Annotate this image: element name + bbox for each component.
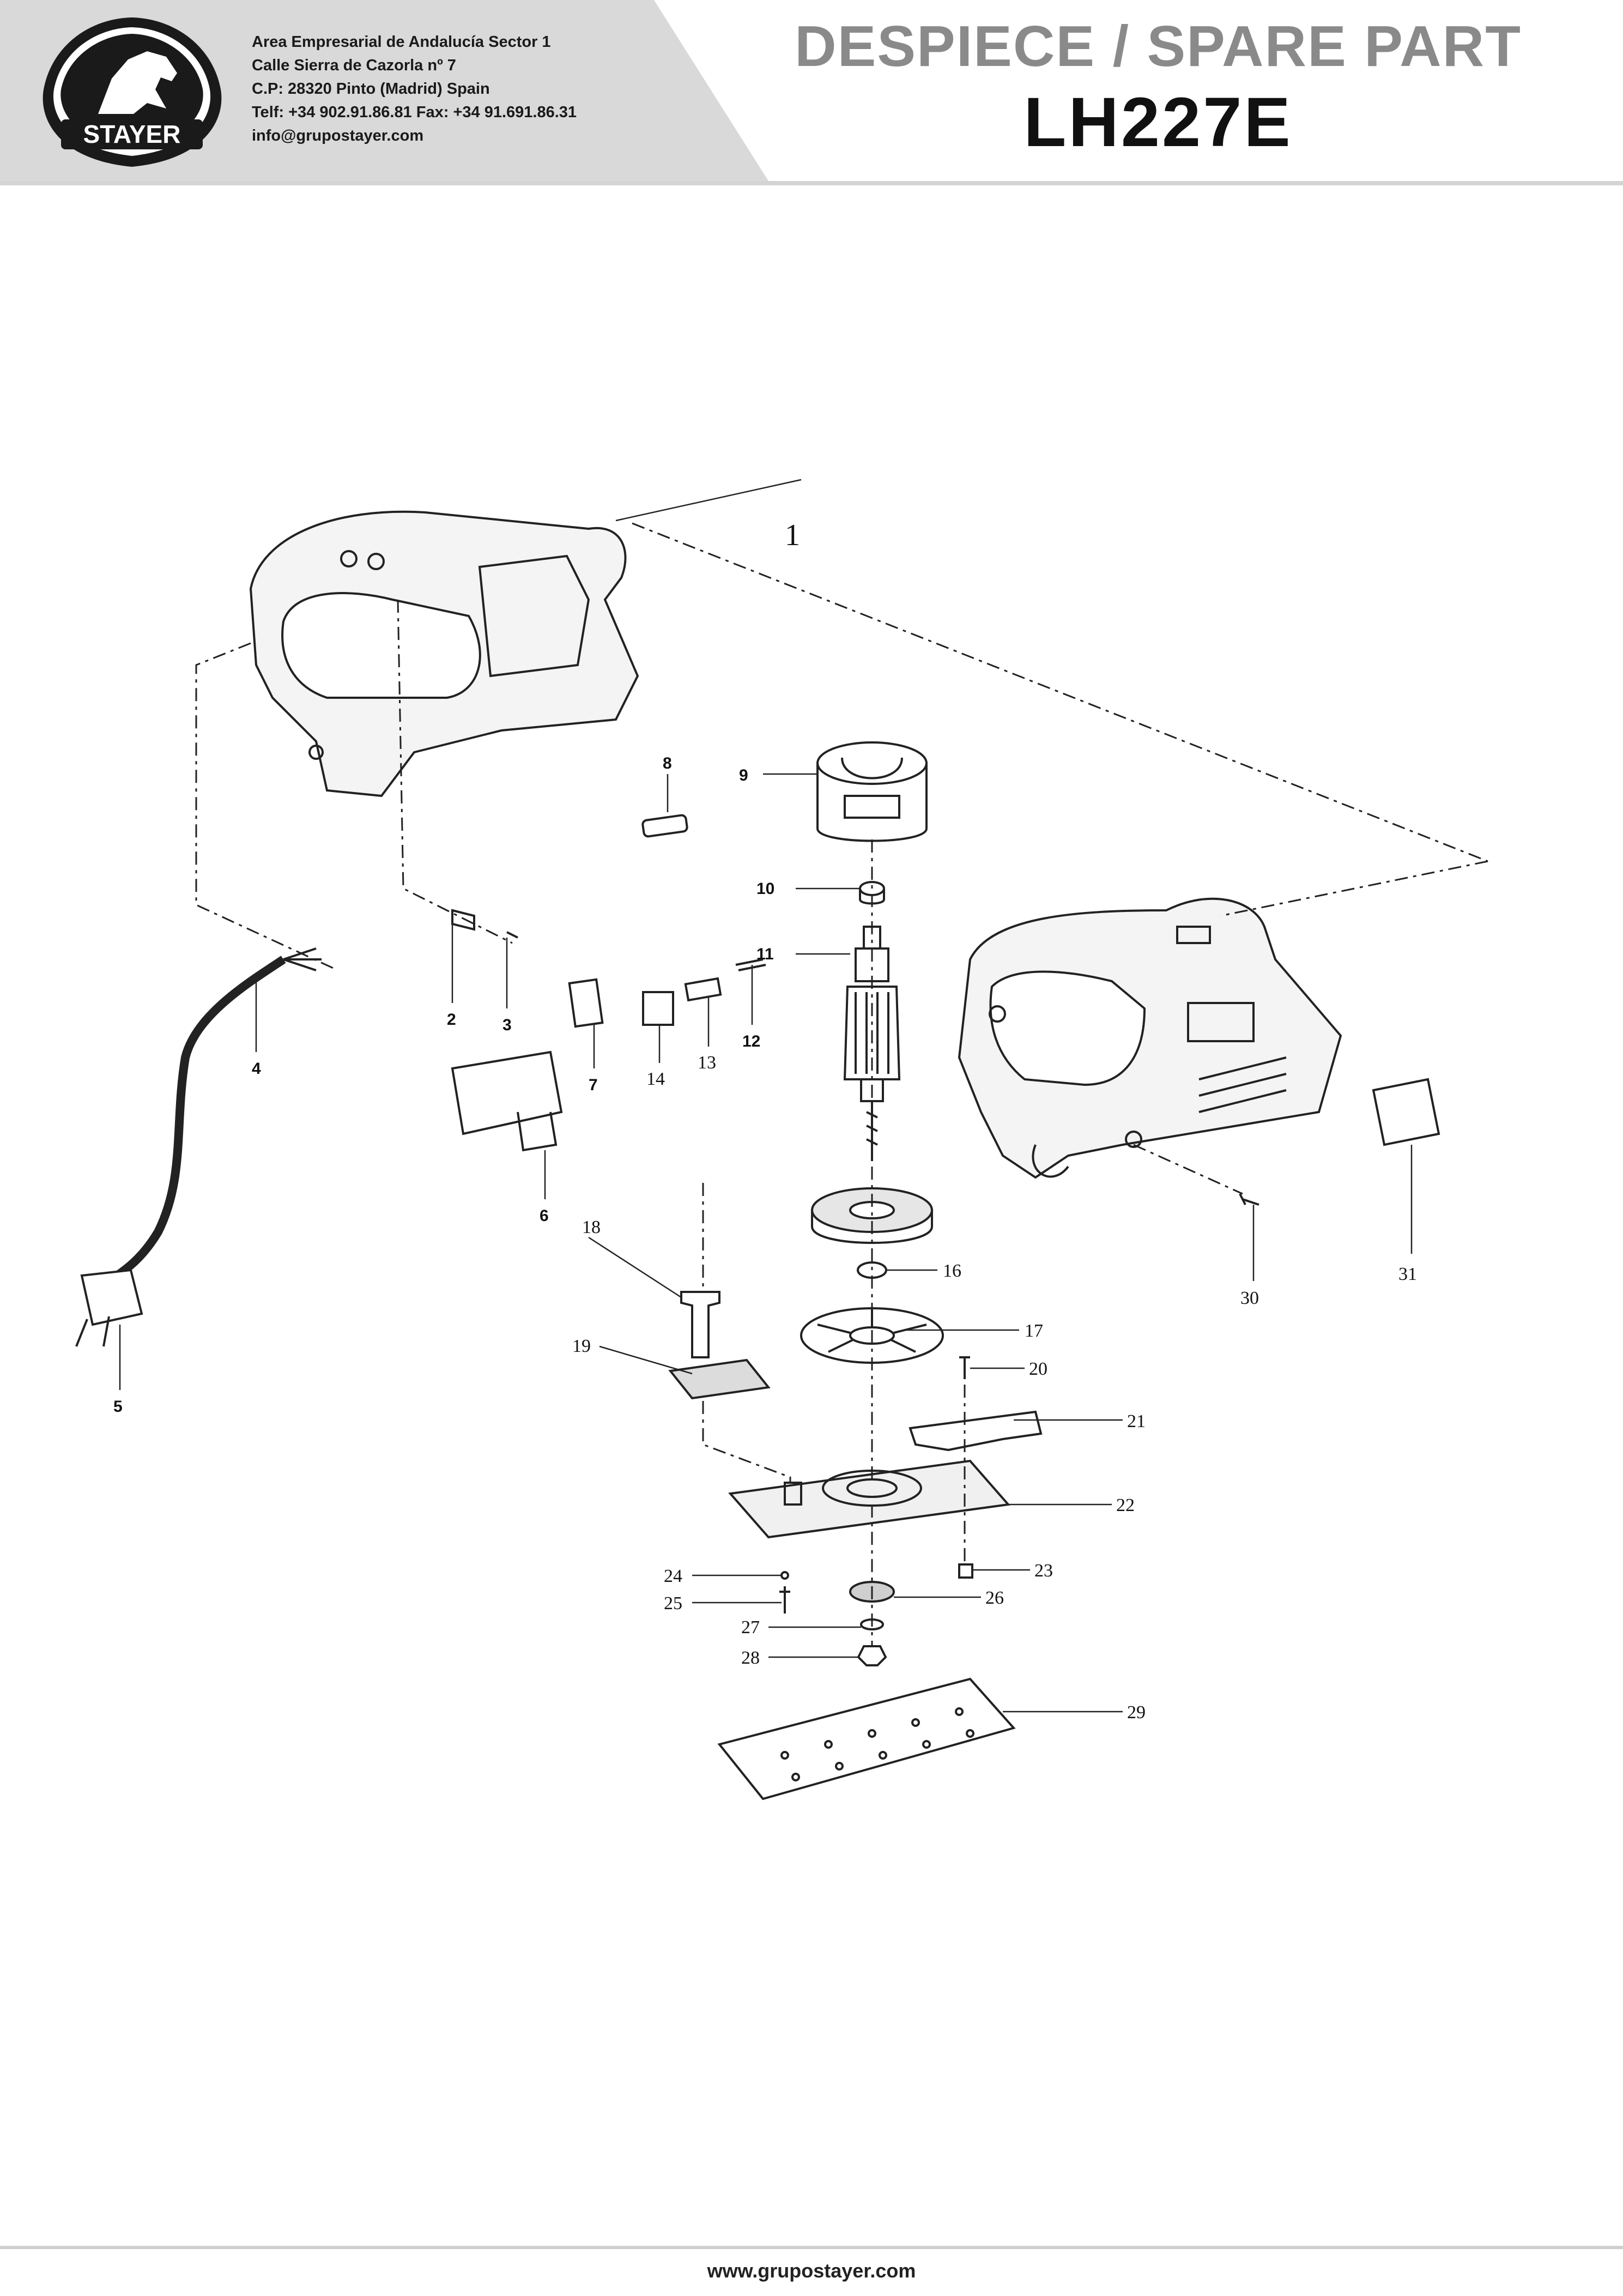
phone-fax-line: Telf: +34 902.91.86.81 Fax: +34 91.691.8… <box>252 104 577 121</box>
switch-cover-drawing <box>641 814 688 838</box>
part-label-17: 17 <box>1025 1321 1043 1341</box>
part-label-30: 30 <box>1240 1288 1259 1308</box>
part-label-23: 23 <box>1034 1561 1053 1581</box>
switch-drawing <box>451 1050 563 1152</box>
housing-left-drawing <box>249 510 639 797</box>
foot-drawing <box>680 1291 720 1358</box>
footer-divider <box>0 2246 1623 2249</box>
assembly-lines <box>195 522 1488 1646</box>
screw-25-drawing <box>779 1586 790 1614</box>
brush-holder-drawing <box>642 991 674 1026</box>
capacitor-drawing <box>568 978 604 1028</box>
screw-20-drawing <box>959 1356 970 1379</box>
label-sticker-drawing <box>1372 1078 1440 1146</box>
footer-website[interactable]: www.grupostayer.com <box>707 2259 916 2282</box>
part-label-26: 26 <box>985 1588 1004 1608</box>
part-label-13: 13 <box>698 1053 716 1073</box>
power-cable-drawing <box>106 956 286 1285</box>
address-line-3: C.P: 28320 Pinto (Madrid) Spain <box>252 80 490 98</box>
screw-30-drawing <box>1239 1193 1259 1206</box>
part-label-14: 14 <box>646 1069 665 1089</box>
nut-23-drawing <box>958 1563 973 1579</box>
part-label-5: 5 <box>113 1398 123 1416</box>
screw-3-drawing <box>506 931 518 939</box>
sanding-pad-drawing <box>717 1677 1016 1800</box>
model-number: LH227E <box>1024 83 1293 161</box>
housing-right-drawing <box>958 897 1342 1179</box>
part-label-28: 28 <box>741 1648 760 1668</box>
part-label-22: 22 <box>1116 1495 1135 1515</box>
part-label-9: 9 <box>739 766 748 784</box>
part-label-27: 27 <box>741 1617 760 1638</box>
field-coil-drawing <box>816 741 928 842</box>
part-label-12: 12 <box>742 1032 760 1050</box>
part-label-2: 2 <box>447 1011 456 1029</box>
leader-lines <box>119 479 1413 1713</box>
email-line: info@grupostayer.com <box>252 127 424 144</box>
nut-28-drawing <box>857 1645 887 1666</box>
part-label-31: 31 <box>1398 1264 1417 1284</box>
part-label-7: 7 <box>589 1076 598 1094</box>
cable-clamp-drawing <box>451 909 475 931</box>
plug-drawing <box>75 1268 143 1347</box>
header-divider <box>0 181 1623 185</box>
address-line-2: Calle Sierra de Cazorla nº 7 <box>252 57 456 74</box>
part-label-29: 29 <box>1127 1702 1146 1723</box>
part-label-16: 16 <box>943 1261 961 1281</box>
company-address: Area Empresarial de Andalucía Sector 1 C… <box>252 31 666 148</box>
part-label-19: 19 <box>572 1336 591 1356</box>
part-label-21: 21 <box>1127 1411 1146 1431</box>
address-line-1: Area Empresarial de Andalucía Sector 1 <box>252 33 551 51</box>
part-label-3: 3 <box>502 1016 512 1034</box>
part-label-11: 11 <box>756 945 774 963</box>
part-label-4: 4 <box>252 1060 261 1078</box>
header: STAYER Area Empresarial de Andalucía Sec… <box>0 0 1623 185</box>
logo-text: STAYER <box>83 120 181 148</box>
washer-24-drawing <box>780 1571 789 1580</box>
carbon-brush-drawing <box>684 977 722 1002</box>
part-label-1: 1 <box>785 518 800 552</box>
part-label-6: 6 <box>540 1207 549 1225</box>
exploded-parts-diagram: 1 2 3 4 5 6 7 8 9 10 11 12 13 14 16 17 1… <box>75 479 1488 1800</box>
sliding-plate-drawing <box>668 1358 771 1400</box>
part-label-25: 25 <box>664 1593 682 1614</box>
stayer-logo: STAYER <box>43 17 222 167</box>
clamp-plate-drawing <box>909 1410 1043 1452</box>
base-plate-drawing <box>728 1459 1010 1539</box>
part-label-20: 20 <box>1029 1359 1047 1379</box>
part-label-8: 8 <box>663 754 672 772</box>
part-label-24: 24 <box>664 1566 682 1586</box>
part-label-10: 10 <box>756 880 774 898</box>
horse-head-icon <box>98 51 177 114</box>
armature-drawing <box>843 926 901 1161</box>
part-label-18: 18 <box>582 1217 601 1237</box>
page-title: DESPIECE / SPARE PART <box>795 14 1522 78</box>
